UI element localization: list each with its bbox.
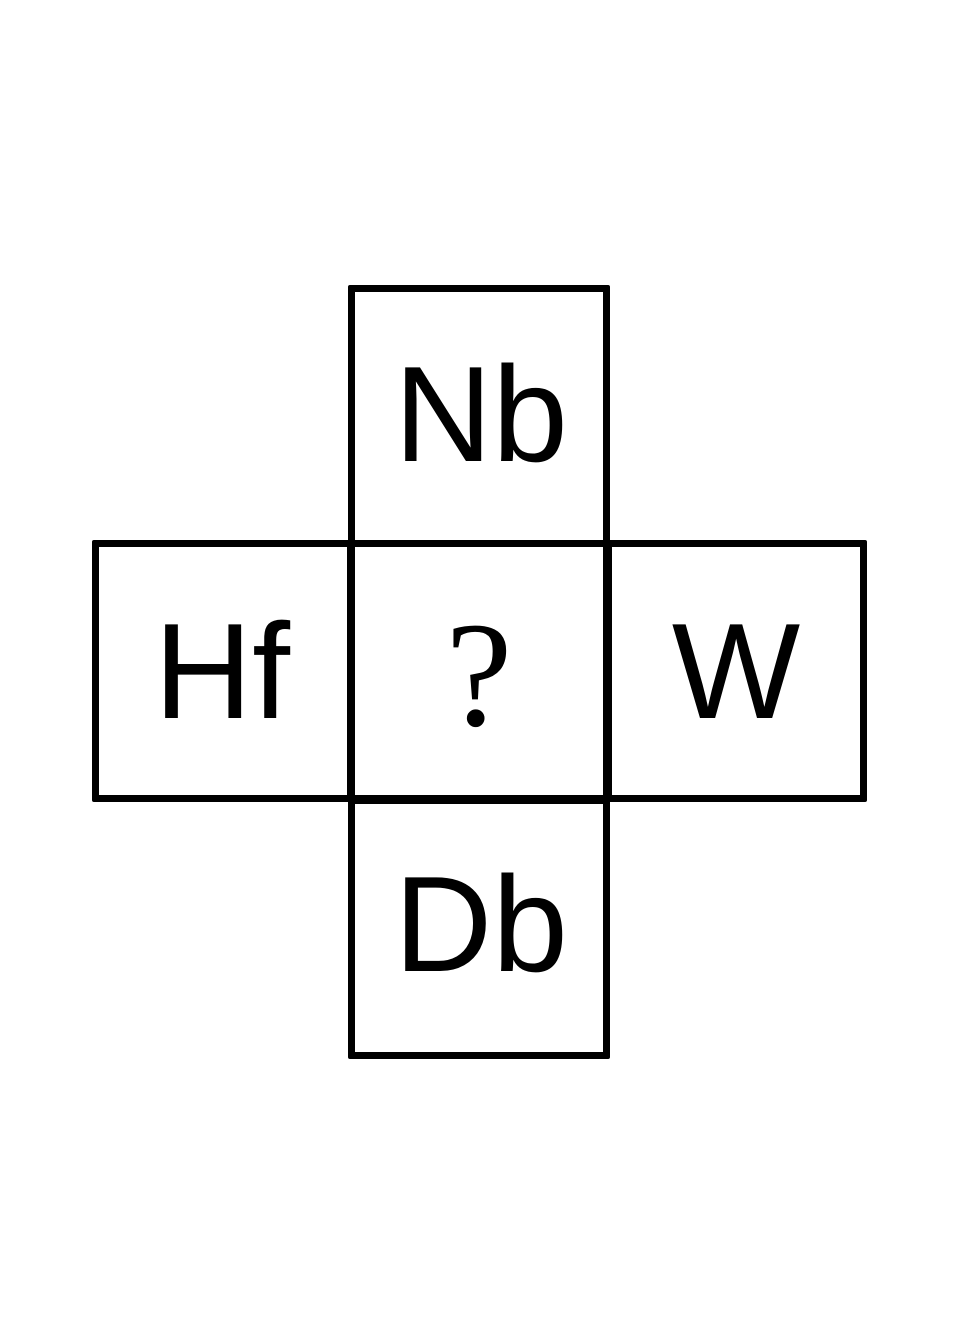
- cell-right-symbol: W: [671, 595, 801, 747]
- cell-left: Hf: [92, 540, 354, 802]
- cell-center-symbol: ?: [445, 592, 513, 758]
- cell-bottom: Db: [348, 797, 610, 1059]
- cell-top: Nb: [348, 285, 610, 547]
- cell-right: W: [605, 540, 867, 802]
- cell-center: ?: [348, 540, 610, 802]
- cell-left-symbol: Hf: [154, 595, 290, 747]
- cell-top-symbol: Nb: [394, 338, 568, 490]
- cell-bottom-symbol: Db: [394, 848, 568, 1000]
